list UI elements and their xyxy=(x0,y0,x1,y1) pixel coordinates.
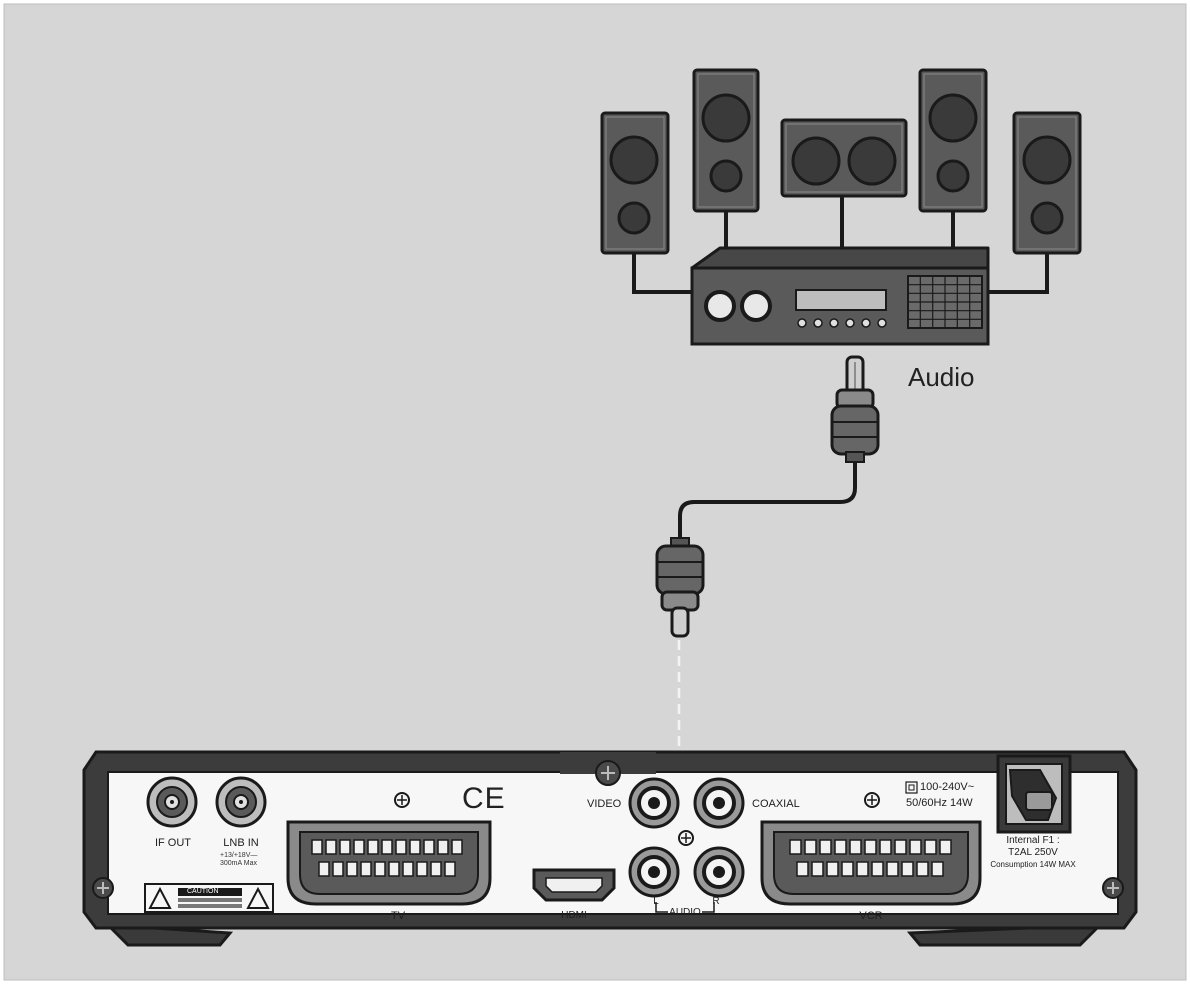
power-cord-inlet xyxy=(996,754,1072,834)
if-out-connector xyxy=(146,776,198,828)
coaxial-plug-top xyxy=(830,355,880,463)
audio-amplifier xyxy=(690,246,990,346)
vcr-label: VCR xyxy=(859,910,883,922)
hdmi-connector xyxy=(532,868,616,902)
double-insulation-icon xyxy=(905,781,918,794)
power-frequency-label: 50/60Hz 14W xyxy=(906,797,973,809)
speaker-driver-icon xyxy=(847,136,897,186)
audio-right-rca-jack xyxy=(693,846,745,898)
coaxial-cable xyxy=(678,462,857,544)
coaxial-label: COAXIAL xyxy=(752,798,800,810)
speaker-front-left xyxy=(600,111,670,255)
power-rating-label: 100-240V~ xyxy=(920,781,975,793)
tv-scart-connector xyxy=(286,820,492,906)
speaker-rear-right xyxy=(918,68,988,213)
coaxial-plug-bottom xyxy=(655,537,705,638)
if-out-label: IF OUT xyxy=(154,837,192,849)
fuse-label-1: Internal F1 : xyxy=(1006,835,1060,846)
lnb-in-label: LNB IN xyxy=(223,837,259,849)
vcr-scart-connector xyxy=(760,820,982,906)
video-rca-jack xyxy=(628,777,680,829)
speaker-driver-icon xyxy=(1030,201,1064,235)
speaker-wires xyxy=(632,196,1049,294)
lnb-in-connector xyxy=(215,776,267,828)
speaker-driver-icon xyxy=(936,159,970,193)
amp-knob-icon xyxy=(740,290,772,322)
speaker-driver-icon xyxy=(617,201,651,235)
audio-bracket xyxy=(655,902,715,913)
amp-buttons-icon xyxy=(797,318,887,328)
audio-l-label: L xyxy=(653,896,659,907)
caution-label-text: CAUTION xyxy=(187,888,219,895)
coaxial-rca-jack xyxy=(693,777,745,829)
amp-display xyxy=(795,289,887,311)
video-label: VIDEO xyxy=(587,798,622,810)
speaker-driver-icon xyxy=(928,93,978,143)
audio-group-label: AUDIO xyxy=(669,907,701,918)
fuse-label-2: T2AL 250V xyxy=(1008,847,1058,858)
speaker-rear-left xyxy=(692,68,760,213)
speaker-front-right xyxy=(1012,111,1082,255)
caution-label-icon xyxy=(144,883,274,913)
speaker-driver-icon xyxy=(791,136,841,186)
amp-knob-icon xyxy=(704,290,736,322)
speaker-driver-icon xyxy=(609,135,659,185)
speaker-driver-icon xyxy=(701,93,751,143)
hdmi-label: HDMI xyxy=(561,910,587,921)
lnb-spec-label: +13/+18V— 300mA Max xyxy=(220,852,258,867)
audio-left-rca-jack xyxy=(628,846,680,898)
audio-system-label: Audio xyxy=(908,362,975,392)
speaker-driver-icon xyxy=(709,159,743,193)
audio-r-label: R xyxy=(712,896,720,907)
speaker-driver-icon xyxy=(1022,135,1072,185)
consumption-label: Consumption 14W MAX xyxy=(990,860,1076,869)
ce-mark: CE xyxy=(462,782,506,815)
speaker-center xyxy=(780,118,908,198)
tv-label: TV xyxy=(390,910,406,922)
